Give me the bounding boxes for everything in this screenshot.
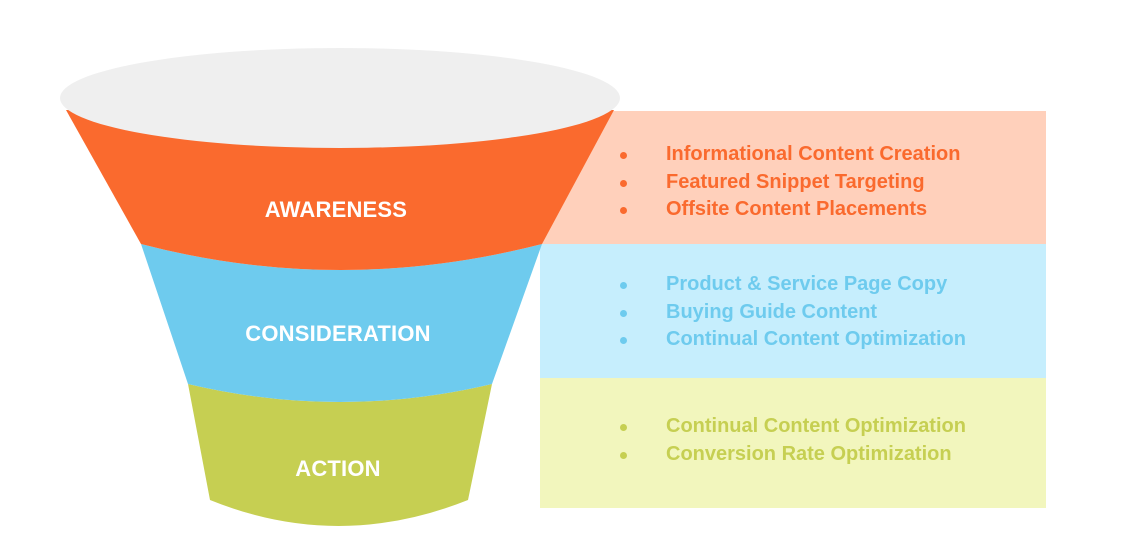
action-bullet-list: Continual Content Optimization Conversio…	[620, 413, 966, 468]
stage-label-awareness: AWARENESS	[264, 197, 408, 222]
bullet-dot	[620, 424, 627, 431]
funnel-segment-awareness	[66, 110, 614, 270]
consideration-item-text: Buying Guide Content	[666, 300, 878, 323]
bullet-dot	[620, 207, 627, 214]
bullet-dot	[620, 451, 627, 459]
consideration-bullet-list: Product & Service Page Copy Buying Guide…	[620, 271, 966, 354]
consideration-bullet-item: Buying Guide Content	[620, 299, 966, 327]
action-item-text: Continual Content Optimization	[666, 415, 966, 437]
stage-label-action: ACTION	[295, 456, 381, 481]
action-item-text: Conversion Rate Optimization	[666, 442, 952, 465]
awareness-panel: Informational Content Creation Featured …	[540, 111, 1046, 244]
consideration-bullet-item: Continual Content Optimization	[620, 326, 966, 354]
awareness-item-text: Offsite Content Placements	[666, 198, 928, 220]
bullet-dot	[620, 179, 627, 187]
bullet-dot	[620, 309, 627, 317]
bullet-dot	[620, 337, 627, 344]
awareness-bullet-item: Featured Snippet Targeting	[620, 169, 960, 197]
awareness-bullet-item: Informational Content Creation	[620, 141, 960, 169]
stage-label-consideration: CONSIDERATION	[245, 321, 431, 346]
action-bullet-item: Continual Content Optimization	[620, 413, 966, 441]
action-bullet-item: Conversion Rate Optimization	[620, 441, 966, 469]
bullet-dot	[620, 282, 627, 289]
bullet-dot	[620, 152, 627, 159]
awareness-item-text: Informational Content Creation	[666, 143, 961, 165]
funnel-segment-consideration	[141, 244, 542, 402]
awareness-item-text: Featured Snippet Targeting	[666, 170, 925, 193]
consideration-bullet-item: Product & Service Page Copy	[620, 271, 966, 299]
funnel-rim	[60, 48, 620, 148]
consideration-item-text: Continual Content Optimization	[666, 328, 966, 350]
consideration-panel: Product & Service Page Copy Buying Guide…	[540, 244, 1046, 378]
awareness-bullet-list: Informational Content Creation Featured …	[620, 141, 960, 224]
funnel-segment-action	[188, 384, 492, 526]
consideration-item-text: Product & Service Page Copy	[666, 273, 948, 295]
action-panel: Continual Content Optimization Conversio…	[540, 378, 1046, 508]
awareness-bullet-item: Offsite Content Placements	[620, 196, 960, 224]
